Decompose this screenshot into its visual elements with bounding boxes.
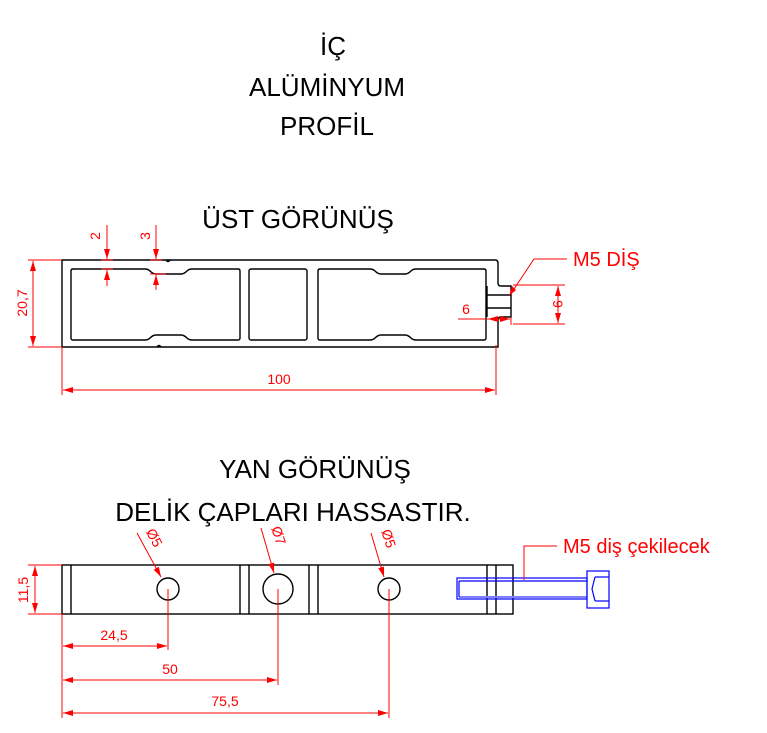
dim-hole-2-dia: Ø7 [268, 524, 289, 547]
dim-hole-1-dia: Ø5 [143, 526, 166, 550]
side-outline [61, 564, 514, 615]
cavity-2 [248, 268, 308, 341]
side-view-heading: YAN GÖRÜNÜŞ [219, 454, 411, 484]
dim-slot-width: 9 [550, 300, 566, 308]
bolt [456, 570, 610, 609]
dim-hole-3-pos: 75,5 [211, 693, 238, 709]
cavity-3 [317, 268, 487, 341]
top-view-dimensions: 20,7 100 2 3 6 9 [14, 225, 567, 395]
dim-wall-2: 2 [87, 232, 103, 240]
profile-outline [61, 259, 512, 348]
side-view-profile [61, 564, 514, 615]
dim-height-side: 11,5 [15, 577, 31, 603]
top-view-callout: M5 DİŞ [573, 248, 640, 271]
dim-height-top: 20,7 [14, 289, 30, 316]
side-view-dimensions: 11,5 24,5 50 75,5 Ø5 Ø7 Ø5 [15, 524, 557, 718]
top-notch [165, 259, 171, 263]
cavity-1 [70, 268, 241, 341]
bottom-notch [156, 344, 162, 348]
dim-wall-3: 3 [137, 232, 153, 240]
title-line-2: ALÜMİNYUM [249, 72, 405, 102]
top-view-heading: ÜST GÖRÜNÜŞ [202, 204, 394, 234]
bolt-head [586, 570, 610, 609]
title-line-3: PROFİL [280, 111, 374, 141]
title-line-1: İÇ [320, 31, 346, 61]
dim-slot-depth: 6 [462, 301, 470, 317]
dim-length: 100 [267, 371, 291, 387]
dim-hole-3-dia: Ø5 [378, 527, 399, 550]
side-view-note: DELİK ÇAPLARI HASSASTIR. [115, 497, 470, 527]
top-view-profile [61, 259, 512, 348]
dim-hole-2-pos: 50 [162, 661, 178, 677]
side-view-callout: M5 diş çekilecek [563, 536, 711, 558]
dim-hole-1-pos: 24,5 [100, 627, 127, 643]
